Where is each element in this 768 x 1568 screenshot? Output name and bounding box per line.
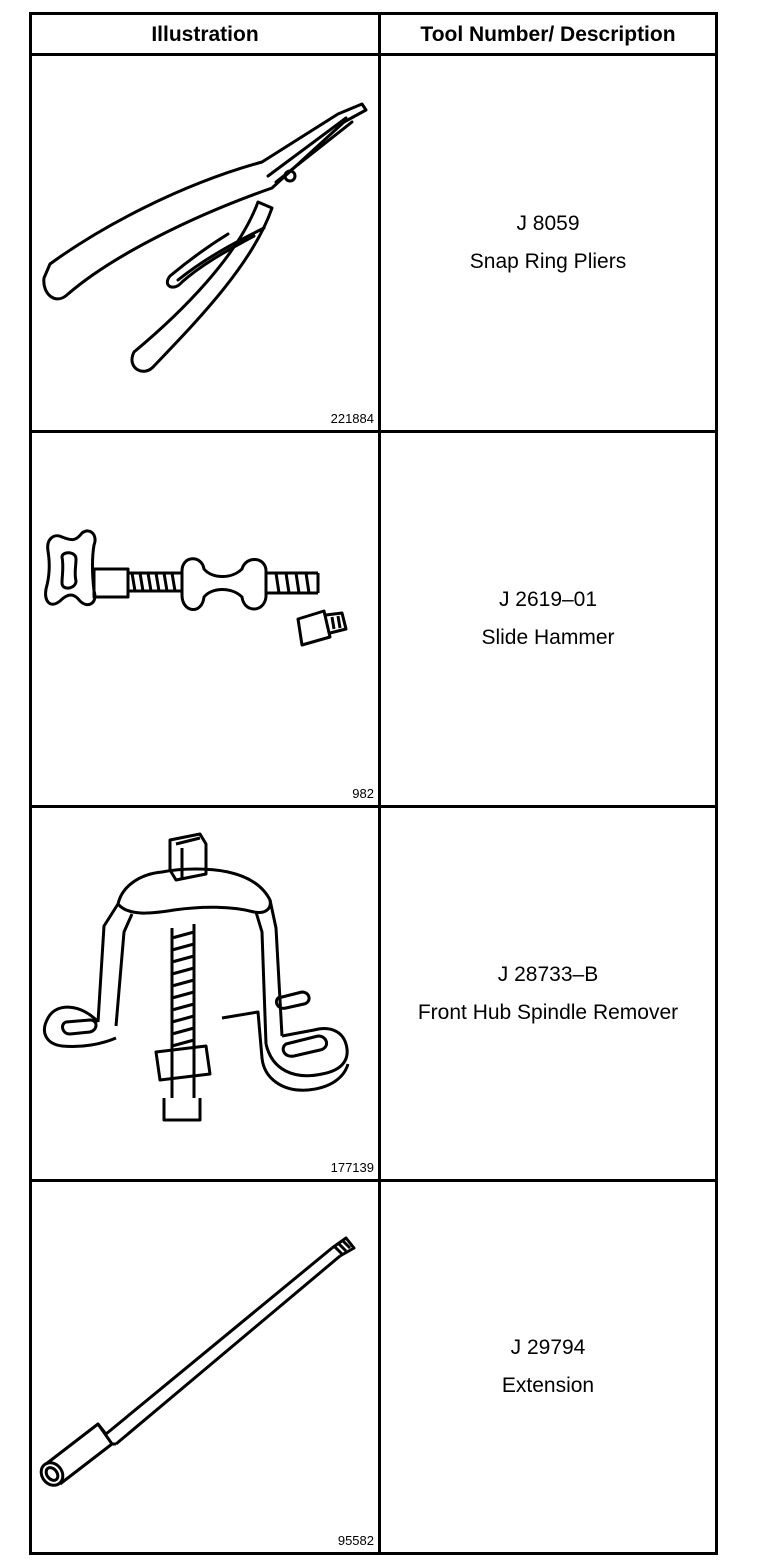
description-cell: J 28733–B Front Hub Spindle Remover — [381, 808, 715, 1179]
figure-number: 95582 — [337, 1533, 374, 1548]
figure-number: 221884 — [330, 411, 374, 426]
tool-description: Slide Hammer — [481, 626, 615, 649]
table-row: 221884 J 8059 Snap Ring Pliers — [32, 56, 715, 433]
tool-number: J 29794 — [510, 1336, 586, 1359]
snap-ring-pliers-icon — [42, 102, 368, 373]
description-cell: J 8059 Snap Ring Pliers — [381, 56, 715, 430]
extension-rod-icon — [39, 1236, 356, 1487]
illustration-cell: 177139 — [32, 808, 378, 1179]
tool-table: Illustration Tool Number/ Description 22… — [29, 12, 718, 1555]
tool-description: Front Hub Spindle Remover — [417, 1000, 679, 1024]
header-illustration: Illustration — [151, 23, 259, 46]
tool-description: Extension — [501, 1374, 595, 1397]
spindle-remover-icon — [43, 832, 350, 1122]
tool-number: J 28733–B — [497, 962, 599, 986]
table-header: Illustration Tool Number/ Description — [32, 15, 715, 56]
figure-number: 982 — [352, 786, 374, 801]
illustration-cell: 95582 — [32, 1182, 378, 1552]
slide-hammer-icon — [44, 529, 348, 647]
tool-description: Snap Ring Pliers — [469, 250, 627, 273]
table-row: 177139 J 28733–B Front Hub Spindle Remov… — [32, 808, 715, 1182]
description-cell: J 29794 Extension — [381, 1182, 715, 1552]
illustration-cell: 982 — [32, 433, 378, 805]
column-divider — [378, 15, 381, 1552]
description-cell: J 2619–01 Slide Hammer — [381, 433, 715, 805]
table-row: 982 J 2619–01 Slide Hammer — [32, 433, 715, 808]
tool-number: J 2619–01 — [498, 588, 598, 611]
figure-number: 177139 — [330, 1160, 374, 1175]
header-description: Tool Number/ Description — [420, 23, 676, 46]
tool-number: J 8059 — [516, 212, 580, 235]
table-row: 95582 J 29794 Extension — [32, 1182, 715, 1552]
illustration-cell: 221884 — [32, 56, 378, 430]
